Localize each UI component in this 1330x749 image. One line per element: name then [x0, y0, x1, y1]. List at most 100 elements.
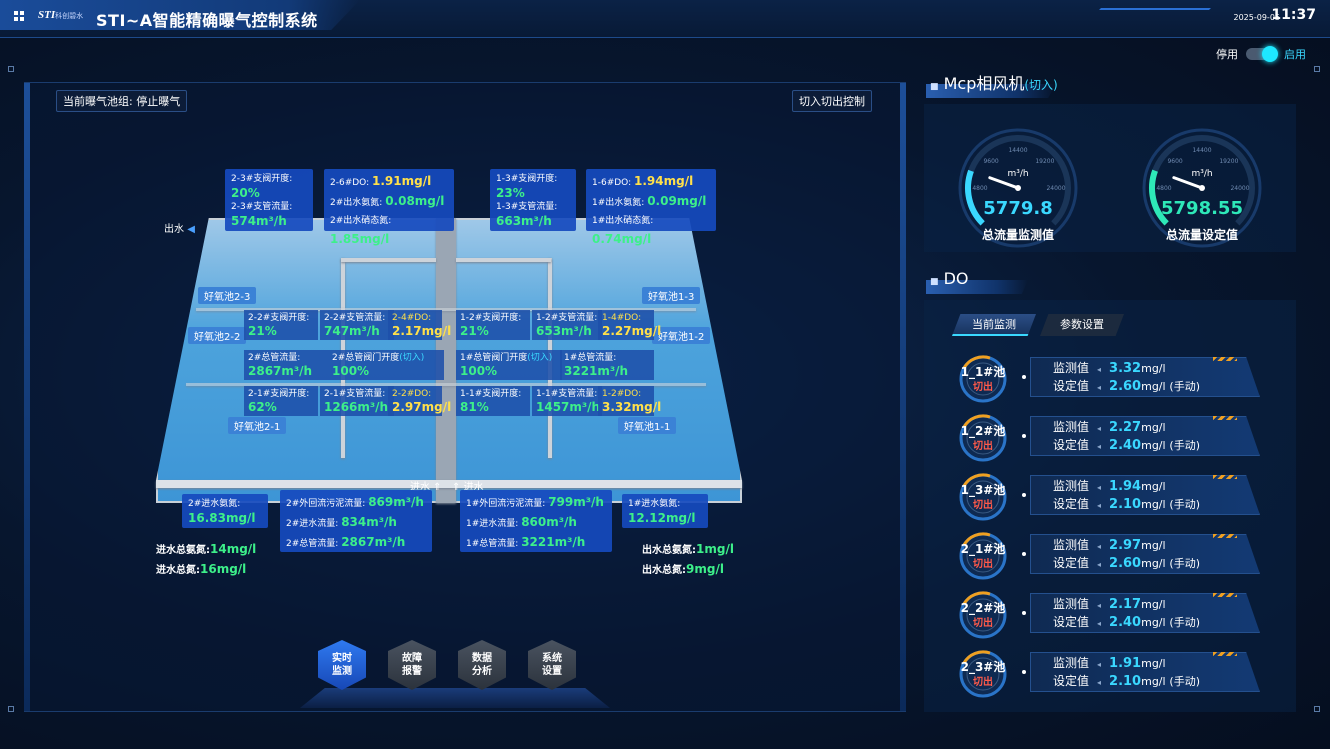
title-plate: [0, 0, 360, 30]
pool-label: 好氧池1-1: [618, 417, 677, 434]
monitor-label: 监测值: [1053, 597, 1090, 611]
valve-2-2: 2-2#支阀开度:21%: [244, 310, 318, 340]
main-valve-2: 2#总管阀门开度(切入)100%: [328, 350, 444, 380]
monitor-value: 1.91: [1109, 656, 1142, 671]
flow-box-1: 1#外回流污泥流量: 799m³/h 1#进水流量: 860m³/h 1#总管流…: [460, 490, 612, 552]
set-label: 设定值: [1053, 674, 1090, 688]
set-value: 2.40: [1109, 615, 1142, 630]
wall: [186, 383, 706, 386]
bullet: [1022, 493, 1026, 497]
unit: mg/l: [1141, 380, 1166, 393]
line: 2#出水氨氮: 0.08mg/l: [330, 194, 445, 208]
menu-icon[interactable]: [14, 11, 24, 21]
nav-fault-alarm[interactable]: 故障报警: [388, 640, 436, 690]
flow-setpoint-name: 总流量设定值: [1165, 228, 1238, 242]
gauge-tick-label: 24000: [1046, 185, 1065, 192]
mcp-panel-body: [924, 104, 1296, 252]
monitor-label: 监测值: [1053, 538, 1090, 552]
bullet: [1022, 375, 1026, 379]
gauge-tick-label: 4800: [972, 185, 987, 192]
unit: mg/l: [1141, 557, 1166, 570]
monitor-label: 监测值: [1053, 420, 1090, 434]
label: 1-3#支管流量:: [496, 202, 558, 212]
unit: mg/l: [1141, 657, 1166, 670]
pool-ring-icon: [959, 591, 1007, 639]
set-value: 2.60: [1109, 556, 1142, 571]
flow-1-1: 1-1#支管流量:1457m³/h: [532, 386, 602, 416]
value: 663m³/h: [496, 214, 552, 228]
gauge-fill: [1149, 169, 1169, 226]
enable-switch[interactable]: [1246, 46, 1278, 62]
flow-monitor-name: 总流量监测值: [981, 228, 1054, 242]
value: 574m³/h: [231, 214, 287, 228]
gauge-outer-ring: [1142, 128, 1262, 248]
line: 1#出水硝态氮: 0.74mg/l: [592, 216, 654, 246]
bottom-nav: 实时监测 故障报警 数据分析 系统设置: [318, 640, 576, 690]
tab-current-monitor[interactable]: 当前监测: [952, 314, 1036, 336]
gauge-unit: m³/h: [1191, 169, 1212, 179]
center-pipe: [436, 218, 456, 503]
do-2-2: 2-2#DO:2.97mg/l: [388, 386, 451, 416]
gauge-tick-label: 4800: [1156, 185, 1171, 192]
monitor-value: 1.94: [1109, 479, 1142, 494]
switch-knob: [1262, 46, 1278, 62]
gauge-tick-label: 14400: [1008, 147, 1027, 154]
toggle-on-label: 启用: [1284, 48, 1306, 61]
corner-mark: [1314, 66, 1320, 72]
nav-data-analysis[interactable]: 数据分析: [458, 640, 506, 690]
wall: [196, 308, 696, 311]
monitor-label: 监测值: [1053, 479, 1090, 493]
mcp-title-underline: [926, 84, 1056, 98]
inlet-ammonia-2: 2#进水氨氮:16.83mg/l: [182, 494, 268, 528]
bullet: [1022, 670, 1026, 674]
set-label: 设定值: [1053, 556, 1090, 570]
gauge-unit: m³/h: [1007, 169, 1028, 179]
flow-monitor-value: 5779.8: [983, 198, 1053, 219]
bullet: [1022, 611, 1026, 615]
pool-label: 好氧池2-1: [228, 417, 287, 434]
nav-system-settings[interactable]: 系统设置: [528, 640, 576, 690]
pool-label: 好氧池1-3: [642, 287, 701, 304]
pool-ring-icon: [959, 355, 1007, 403]
mcp-title: ■ Mcp相风机(切入): [930, 74, 1058, 93]
enable-toggle-row: 停用 启用: [1216, 46, 1306, 62]
tank-base: [156, 480, 742, 488]
monitor-label: 监测值: [1053, 656, 1090, 670]
monitor-value: 3.32: [1109, 361, 1142, 376]
gauge-outer-ring: [958, 128, 1078, 248]
main-valve-1: 1#总管阀门开度(切入)100%: [456, 350, 562, 380]
info-box-2-do: 2-6#DO: 1.91mg/l 2#出水氨氮: 0.08mg/l 2#出水硝态…: [324, 169, 454, 246]
info-box-1-3: 1-3#支阀开度: 23% 1-3#支管流量: 663m³/h: [490, 169, 576, 231]
monitor-value: 2.97: [1109, 538, 1142, 553]
monitor-value: 2.27: [1109, 420, 1142, 435]
nav-realtime-monitor[interactable]: 实时监测: [318, 640, 366, 690]
tab-param-settings[interactable]: 参数设置: [1040, 314, 1124, 336]
set-value: 2.60: [1109, 379, 1142, 394]
do-title-underline: [926, 280, 1028, 294]
stripe-decoration: [1213, 416, 1237, 420]
corner-mark: [8, 66, 14, 72]
gauge-tick-label: 19200: [1035, 158, 1054, 165]
flow-box-2: 2#外回流污泥流量: 869m³/h 2#进水流量: 834m³/h 2#总管流…: [280, 490, 432, 552]
value: 23%: [496, 186, 525, 200]
current-date: 2025-09-05: [1233, 13, 1281, 22]
label: 1-3#支阀开度:: [496, 174, 558, 184]
gauge-tick-label: 24000: [1230, 185, 1249, 192]
switch-control-button[interactable]: 切入切出控制: [792, 90, 872, 112]
pool-label: 好氧池2-3: [198, 287, 257, 304]
bullet: [1022, 434, 1026, 438]
unit: mg/l: [1141, 598, 1166, 611]
outlet-label: 出水 ◀: [164, 224, 195, 235]
do-2-4: 2-4#DO:2.17mg/l: [388, 310, 451, 340]
set-value: 2.10: [1109, 674, 1142, 689]
